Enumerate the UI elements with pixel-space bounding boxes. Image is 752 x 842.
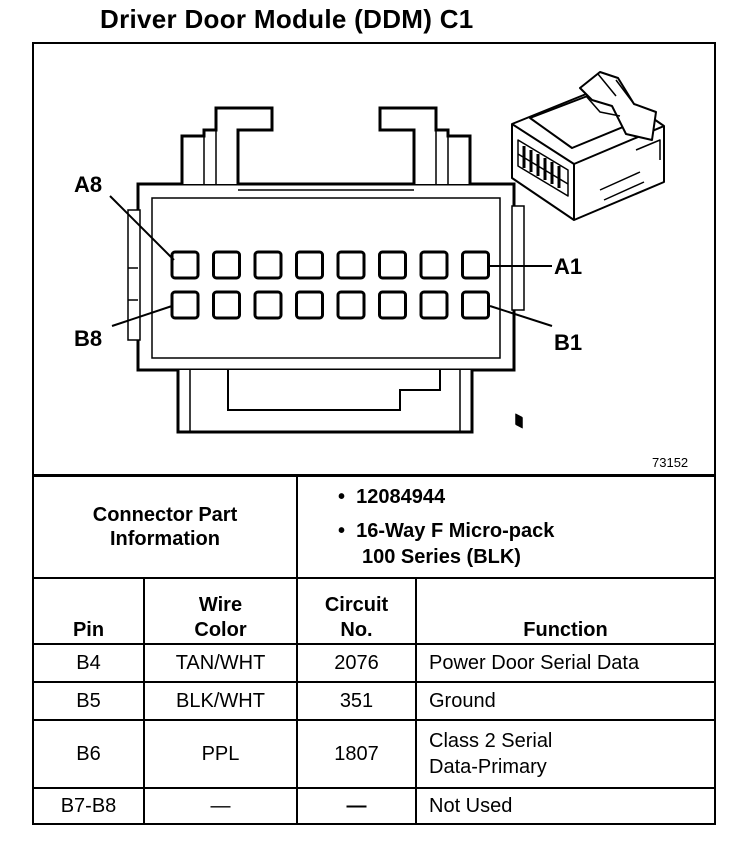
- cell-circuit: —: [296, 787, 417, 825]
- terminal-cavity: [295, 290, 324, 320]
- terminal-cavity: [378, 250, 407, 280]
- table-row: B7-B8 — — Not Used: [32, 787, 716, 825]
- cell-pin: B7-B8: [32, 787, 145, 825]
- left-latch: [180, 106, 274, 184]
- terminal-cavity: [212, 250, 241, 280]
- cell-circuit: 1807: [296, 719, 417, 789]
- label-a1: A1: [554, 254, 582, 279]
- terminal-cavity: [253, 290, 283, 320]
- figure-number: 73152: [652, 455, 689, 470]
- terminal-cavity: [419, 250, 449, 280]
- label-b1: B1: [554, 330, 582, 355]
- connector-info-details: • 12084944 • 16-Way F Micro-pack 100 Ser…: [296, 475, 716, 579]
- connector-info-label: Connector Part Information: [32, 475, 298, 579]
- page-title: Driver Door Module (DDM) C1: [100, 4, 474, 34]
- right-rail: [511, 205, 525, 311]
- cell-circuit: 2076: [296, 643, 417, 683]
- header-circuit-no: Circuit No.: [296, 577, 417, 645]
- terminal-cavity: [170, 290, 200, 320]
- connector-part-number: • 12084944: [338, 486, 446, 508]
- left-rail: [127, 209, 141, 341]
- terminal-cavity: [336, 250, 366, 280]
- connector-description: • 16-Way F Micro-pack: [338, 520, 555, 542]
- terminal-cavity: [461, 250, 490, 280]
- table-row: B5 BLK/WHT 351 Ground: [32, 681, 716, 721]
- terminal-cavity: [295, 250, 324, 280]
- label-b8: B8: [74, 326, 102, 351]
- cell-function: Ground: [415, 681, 716, 721]
- terminal-cavity: [461, 290, 490, 320]
- connector-skirt: [176, 370, 474, 434]
- table-row: B6 PPL 1807 Class 2 Serial Data-Primary: [32, 719, 716, 789]
- cell-pin: B4: [32, 643, 145, 683]
- cell-wire-color: PPL: [143, 719, 298, 789]
- cell-function: Power Door Serial Data: [415, 643, 716, 683]
- terminal-cavity: [419, 290, 449, 320]
- cell-pin: B6: [32, 719, 145, 789]
- terminal-cavity: [378, 290, 407, 320]
- cell-function: Not Used: [415, 787, 716, 825]
- terminal-cavity: [253, 250, 283, 280]
- connector-info-table: Connector Part Information • 12084944 • …: [32, 475, 716, 579]
- connector-body: [136, 182, 516, 372]
- header-pin: Pin: [32, 577, 145, 645]
- connector-diagram: A8 A1 B8 B1: [74, 71, 665, 434]
- diagram-frame: [32, 42, 716, 476]
- cell-wire-color: —: [143, 787, 298, 825]
- table-row: B4 TAN/WHT 2076 Power Door Serial Data: [32, 643, 716, 683]
- terminal-cavity: [336, 290, 366, 320]
- cell-wire-color: TAN/WHT: [143, 643, 298, 683]
- right-latch: [378, 106, 472, 184]
- pin-table: Pin Wire Color Circuit No. Function B4 T…: [32, 577, 716, 825]
- label-a8: A8: [74, 172, 102, 197]
- terminal-cavity: [212, 290, 241, 320]
- cell-circuit: 351: [296, 681, 417, 721]
- leader-b8: [111, 305, 173, 327]
- connector-isometric-view: [511, 71, 665, 429]
- connector-inner: [151, 197, 501, 359]
- pin-table-header: Pin Wire Color Circuit No. Function: [32, 577, 716, 645]
- header-function: Function: [415, 577, 716, 645]
- header-wire-color: Wire Color: [143, 577, 298, 645]
- cell-pin: B5: [32, 681, 145, 721]
- cell-function: Class 2 Serial Data-Primary: [415, 719, 716, 789]
- cell-wire-color: BLK/WHT: [143, 681, 298, 721]
- leader-b1: [489, 305, 553, 327]
- terminal-cavity: [170, 250, 200, 280]
- leader-a8: [109, 195, 175, 261]
